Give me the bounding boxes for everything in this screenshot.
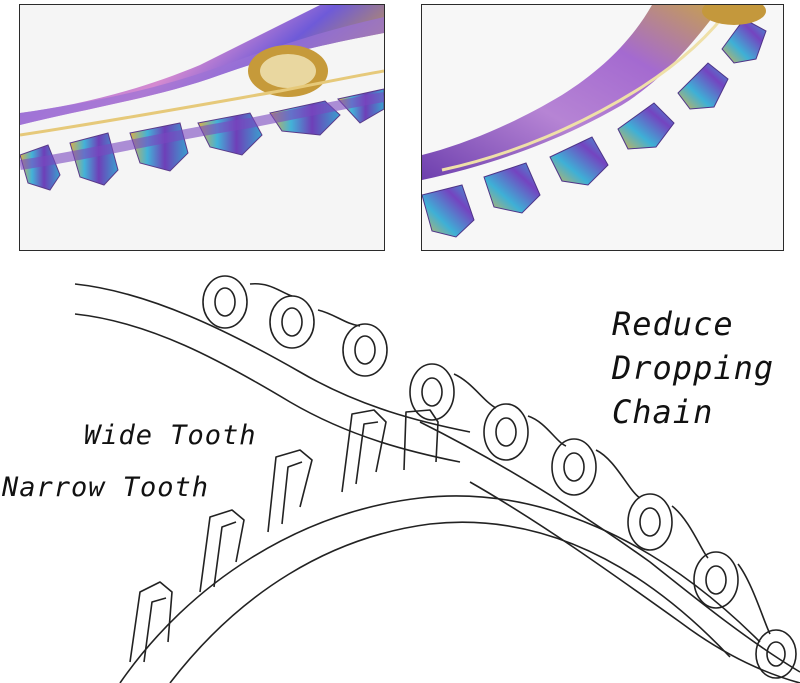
reduce-line-1: Reduce xyxy=(612,305,734,343)
reduce-line-2: Dropping xyxy=(612,349,775,387)
chainring-chain-diagram xyxy=(0,262,800,683)
chainring-photo-left xyxy=(19,4,385,251)
chainring-angle-image xyxy=(422,5,783,250)
chainring-closeup-image xyxy=(20,5,384,250)
narrow-tooth-label: Narrow Tooth xyxy=(2,472,210,503)
chainring-arc xyxy=(119,495,761,683)
wide-tooth-label: Wide Tooth xyxy=(84,420,257,451)
reduce-dropping-chain-label: Reduce Dropping Chain xyxy=(612,302,774,434)
chain-upper xyxy=(74,275,471,463)
chainring-photo-right xyxy=(421,4,784,251)
line-art-illustration xyxy=(74,275,800,683)
chainring-teeth xyxy=(129,409,439,663)
reduce-line-3: Chain xyxy=(612,393,714,431)
chain-lower xyxy=(409,363,800,683)
